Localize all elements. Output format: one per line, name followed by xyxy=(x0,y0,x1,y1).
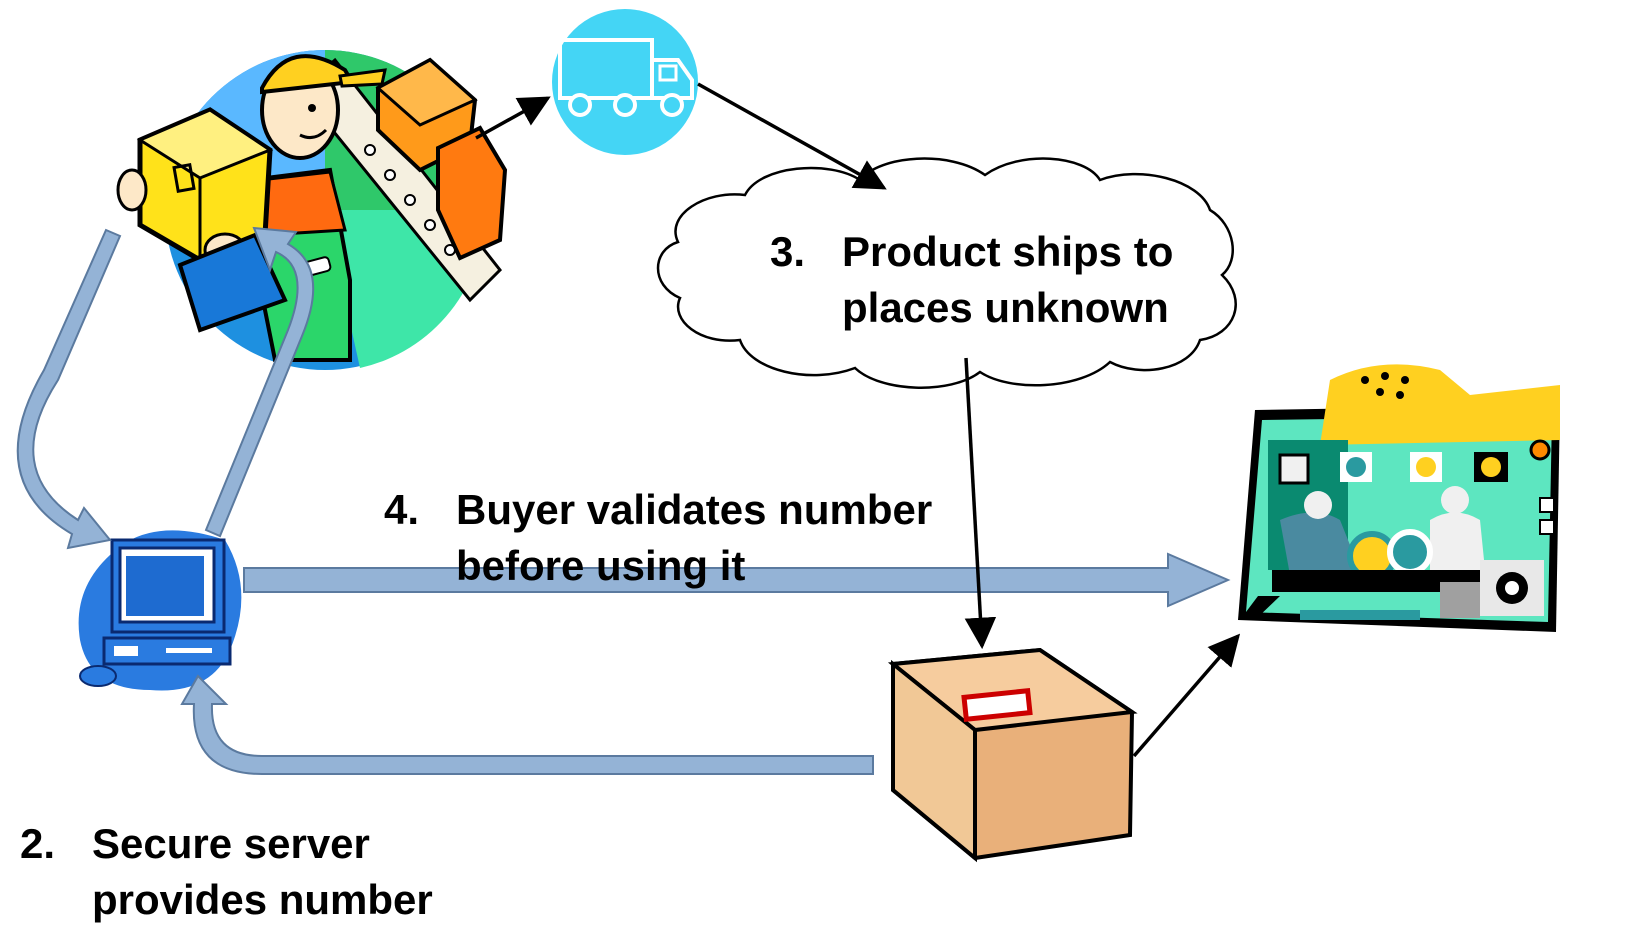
step-2-line-1: Secure server xyxy=(92,820,370,867)
arrow-box-to-factory xyxy=(1132,633,1241,758)
flow-arrow-worker-to-computer xyxy=(16,228,122,550)
step-2-line-2: provides number xyxy=(92,876,433,923)
factory-icon xyxy=(1238,364,1560,632)
flow-arrow-computer-to-factory xyxy=(243,552,1231,608)
step-4-label: 4. Buyer validates number before using i… xyxy=(384,482,932,594)
step-3-label: 3. Product ships to places unknown xyxy=(770,224,1173,336)
step-2-number: 2. xyxy=(20,820,56,867)
delivery-truck-icon xyxy=(552,9,698,155)
step-3-line-2: places unknown xyxy=(842,284,1169,331)
shipping-box-icon xyxy=(887,647,1138,863)
step-4-line-1: Buyer validates number xyxy=(456,486,933,533)
step-3-line-1: Product ships to xyxy=(842,228,1174,275)
cloud-shape xyxy=(656,157,1237,389)
worker-with-boxes-icon xyxy=(116,50,508,370)
computer-icon xyxy=(78,530,242,691)
arrow-truck-to-cloud xyxy=(697,82,887,190)
step-2-label: 2. Secure server provides number xyxy=(20,816,433,927)
arrow-cloud-to-box xyxy=(964,357,997,650)
arrow-worker-to-truck xyxy=(475,96,551,140)
step-4-line-2: before using it xyxy=(456,542,746,589)
flow-arrow-box-to-computer xyxy=(180,674,874,775)
step-3-number: 3. xyxy=(770,228,806,275)
step-4-number: 4. xyxy=(384,486,420,533)
flow-arrow-computer-to-worker xyxy=(204,226,315,538)
